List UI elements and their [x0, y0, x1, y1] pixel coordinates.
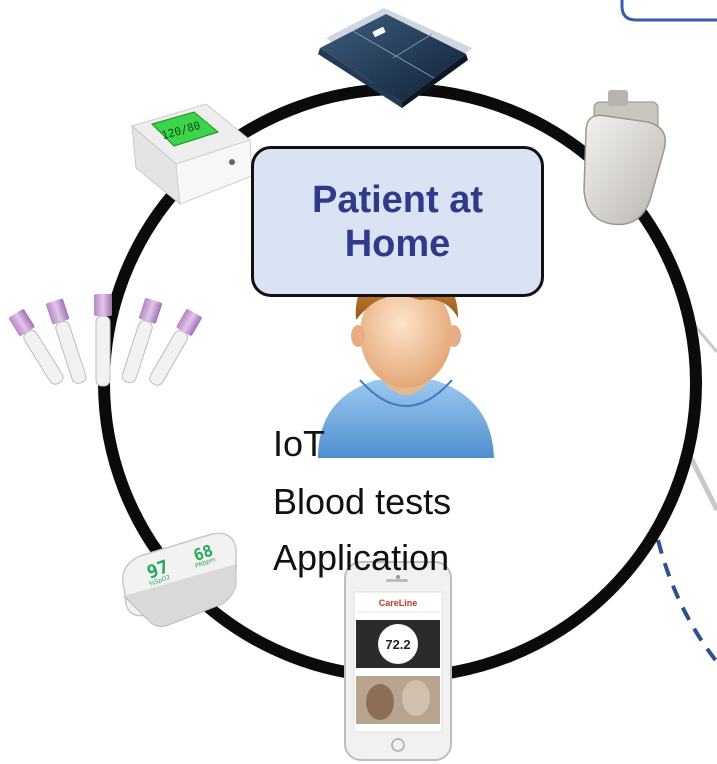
label-application: Application — [273, 537, 450, 578]
phone-reading: 72.2 — [385, 637, 410, 652]
top-right-box-corner — [620, 0, 717, 22]
patient-at-home-box: Patient at Home — [251, 146, 544, 297]
label-blood-tests: Blood tests — [273, 481, 452, 522]
center-title-line1: Patient at — [311, 178, 484, 221]
smartphone-image: CareLine 72.2 — [344, 561, 452, 761]
blood-pressure-monitor-image: 120/80 — [130, 103, 253, 206]
blood-sample-tubes-image — [8, 294, 202, 387]
pacemaker-image — [583, 90, 666, 226]
phone-app-brand: CareLine — [379, 598, 418, 608]
dashed-arc — [656, 539, 717, 664]
smart-scale-image — [318, 8, 472, 108]
center-title-line2: Home — [344, 222, 451, 265]
connector-line — [685, 450, 717, 512]
patient-avatar — [318, 271, 494, 458]
label-iot: IoT — [273, 423, 326, 464]
pulse-oximeter-image: 97 68 %SpO2 PRbpm — [122, 532, 237, 627]
